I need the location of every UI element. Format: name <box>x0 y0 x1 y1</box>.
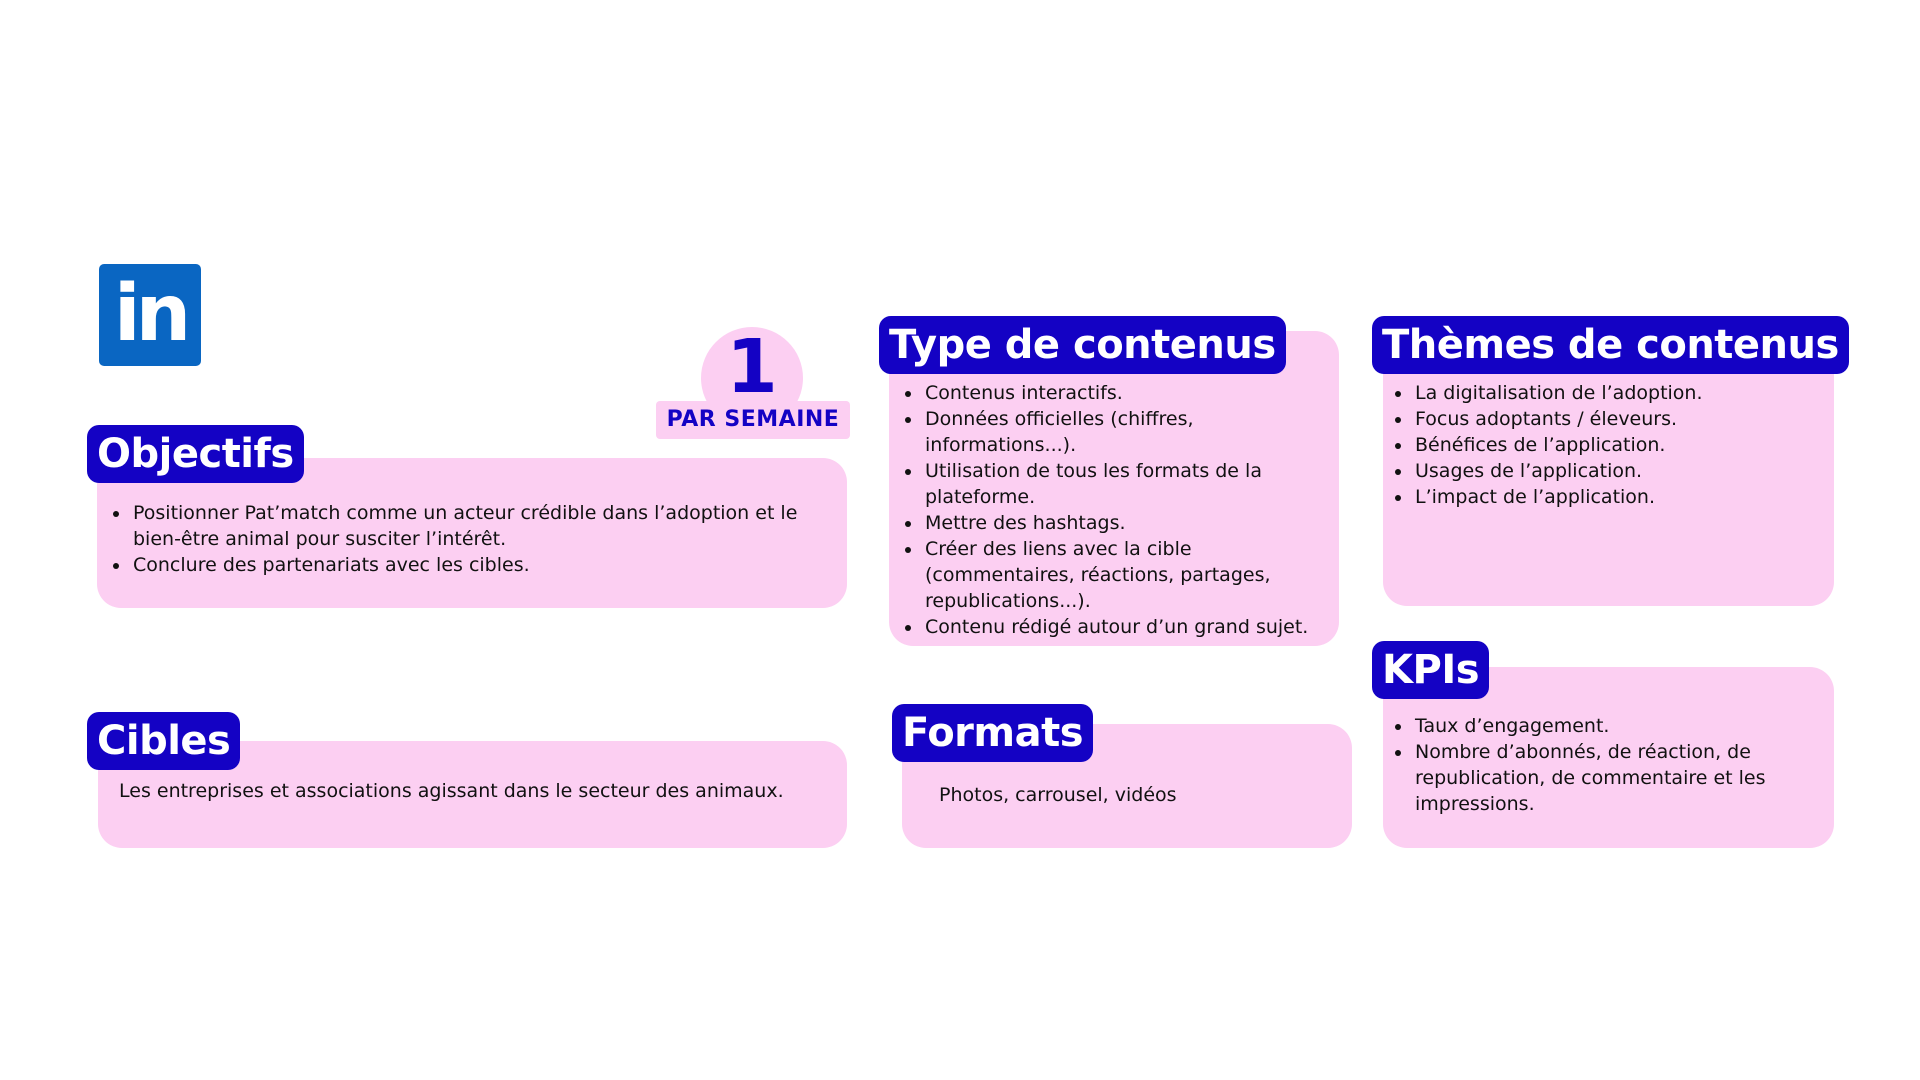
objectifs-title: Objectifs <box>87 425 304 483</box>
linkedin-logo-text: in <box>113 269 191 359</box>
list-item: Conclure des partenariats avec les cible… <box>131 552 817 578</box>
list-item: Contenus interactifs. <box>923 380 1331 406</box>
objectifs-list: Positionner Pat’match comme un acteur cr… <box>111 500 817 578</box>
cibles-text: Les entreprises et associations agissant… <box>119 780 784 802</box>
formats-title: Formats <box>892 704 1094 762</box>
list-item: Créer des liens avec la cible (commentai… <box>923 536 1331 614</box>
themes-card: La digitalisation de l’adoption. Focus a… <box>1383 331 1834 606</box>
list-item: Utilisation de tous les formats de la pl… <box>923 458 1331 510</box>
type-contenus-list: Contenus interactifs. Données officielle… <box>903 380 1331 640</box>
list-item: Contenu rédigé autour d’un grand sujet. <box>923 614 1331 640</box>
list-item: Usages de l’application. <box>1413 458 1824 484</box>
kpis-title: KPIs <box>1372 641 1490 699</box>
list-item: Positionner Pat’match comme un acteur cr… <box>131 500 817 552</box>
cibles-title: Cibles <box>87 712 241 770</box>
frequency-number: 1 <box>726 324 778 410</box>
themes-title: Thèmes de contenus <box>1372 316 1849 374</box>
list-item: Données officielles (chiffres, informati… <box>923 406 1331 458</box>
linkedin-icon: in <box>99 264 201 366</box>
type-contenus-title: Type de contenus <box>879 316 1286 374</box>
list-item: La digitalisation de l’adoption. <box>1413 380 1824 406</box>
list-item: Nombre d’abonnés, de réaction, de republ… <box>1413 739 1824 817</box>
objectifs-card: Positionner Pat’match comme un acteur cr… <box>97 458 847 608</box>
type-contenus-card: Contenus interactifs. Données officielle… <box>889 331 1339 646</box>
themes-list: La digitalisation de l’adoption. Focus a… <box>1393 380 1824 510</box>
formats-text: Photos, carrousel, vidéos <box>939 784 1177 806</box>
list-item: Bénéfices de l’application. <box>1413 432 1824 458</box>
frequency-label: PAR SEMAINE <box>656 401 850 439</box>
kpis-card: Taux d’engagement. Nombre d’abonnés, de … <box>1383 667 1834 848</box>
list-item: Focus adoptants / éleveurs. <box>1413 406 1824 432</box>
kpis-list: Taux d’engagement. Nombre d’abonnés, de … <box>1393 713 1824 817</box>
list-item: Taux d’engagement. <box>1413 713 1824 739</box>
list-item: Mettre des hashtags. <box>923 510 1331 536</box>
list-item: L’impact de l’application. <box>1413 484 1824 510</box>
